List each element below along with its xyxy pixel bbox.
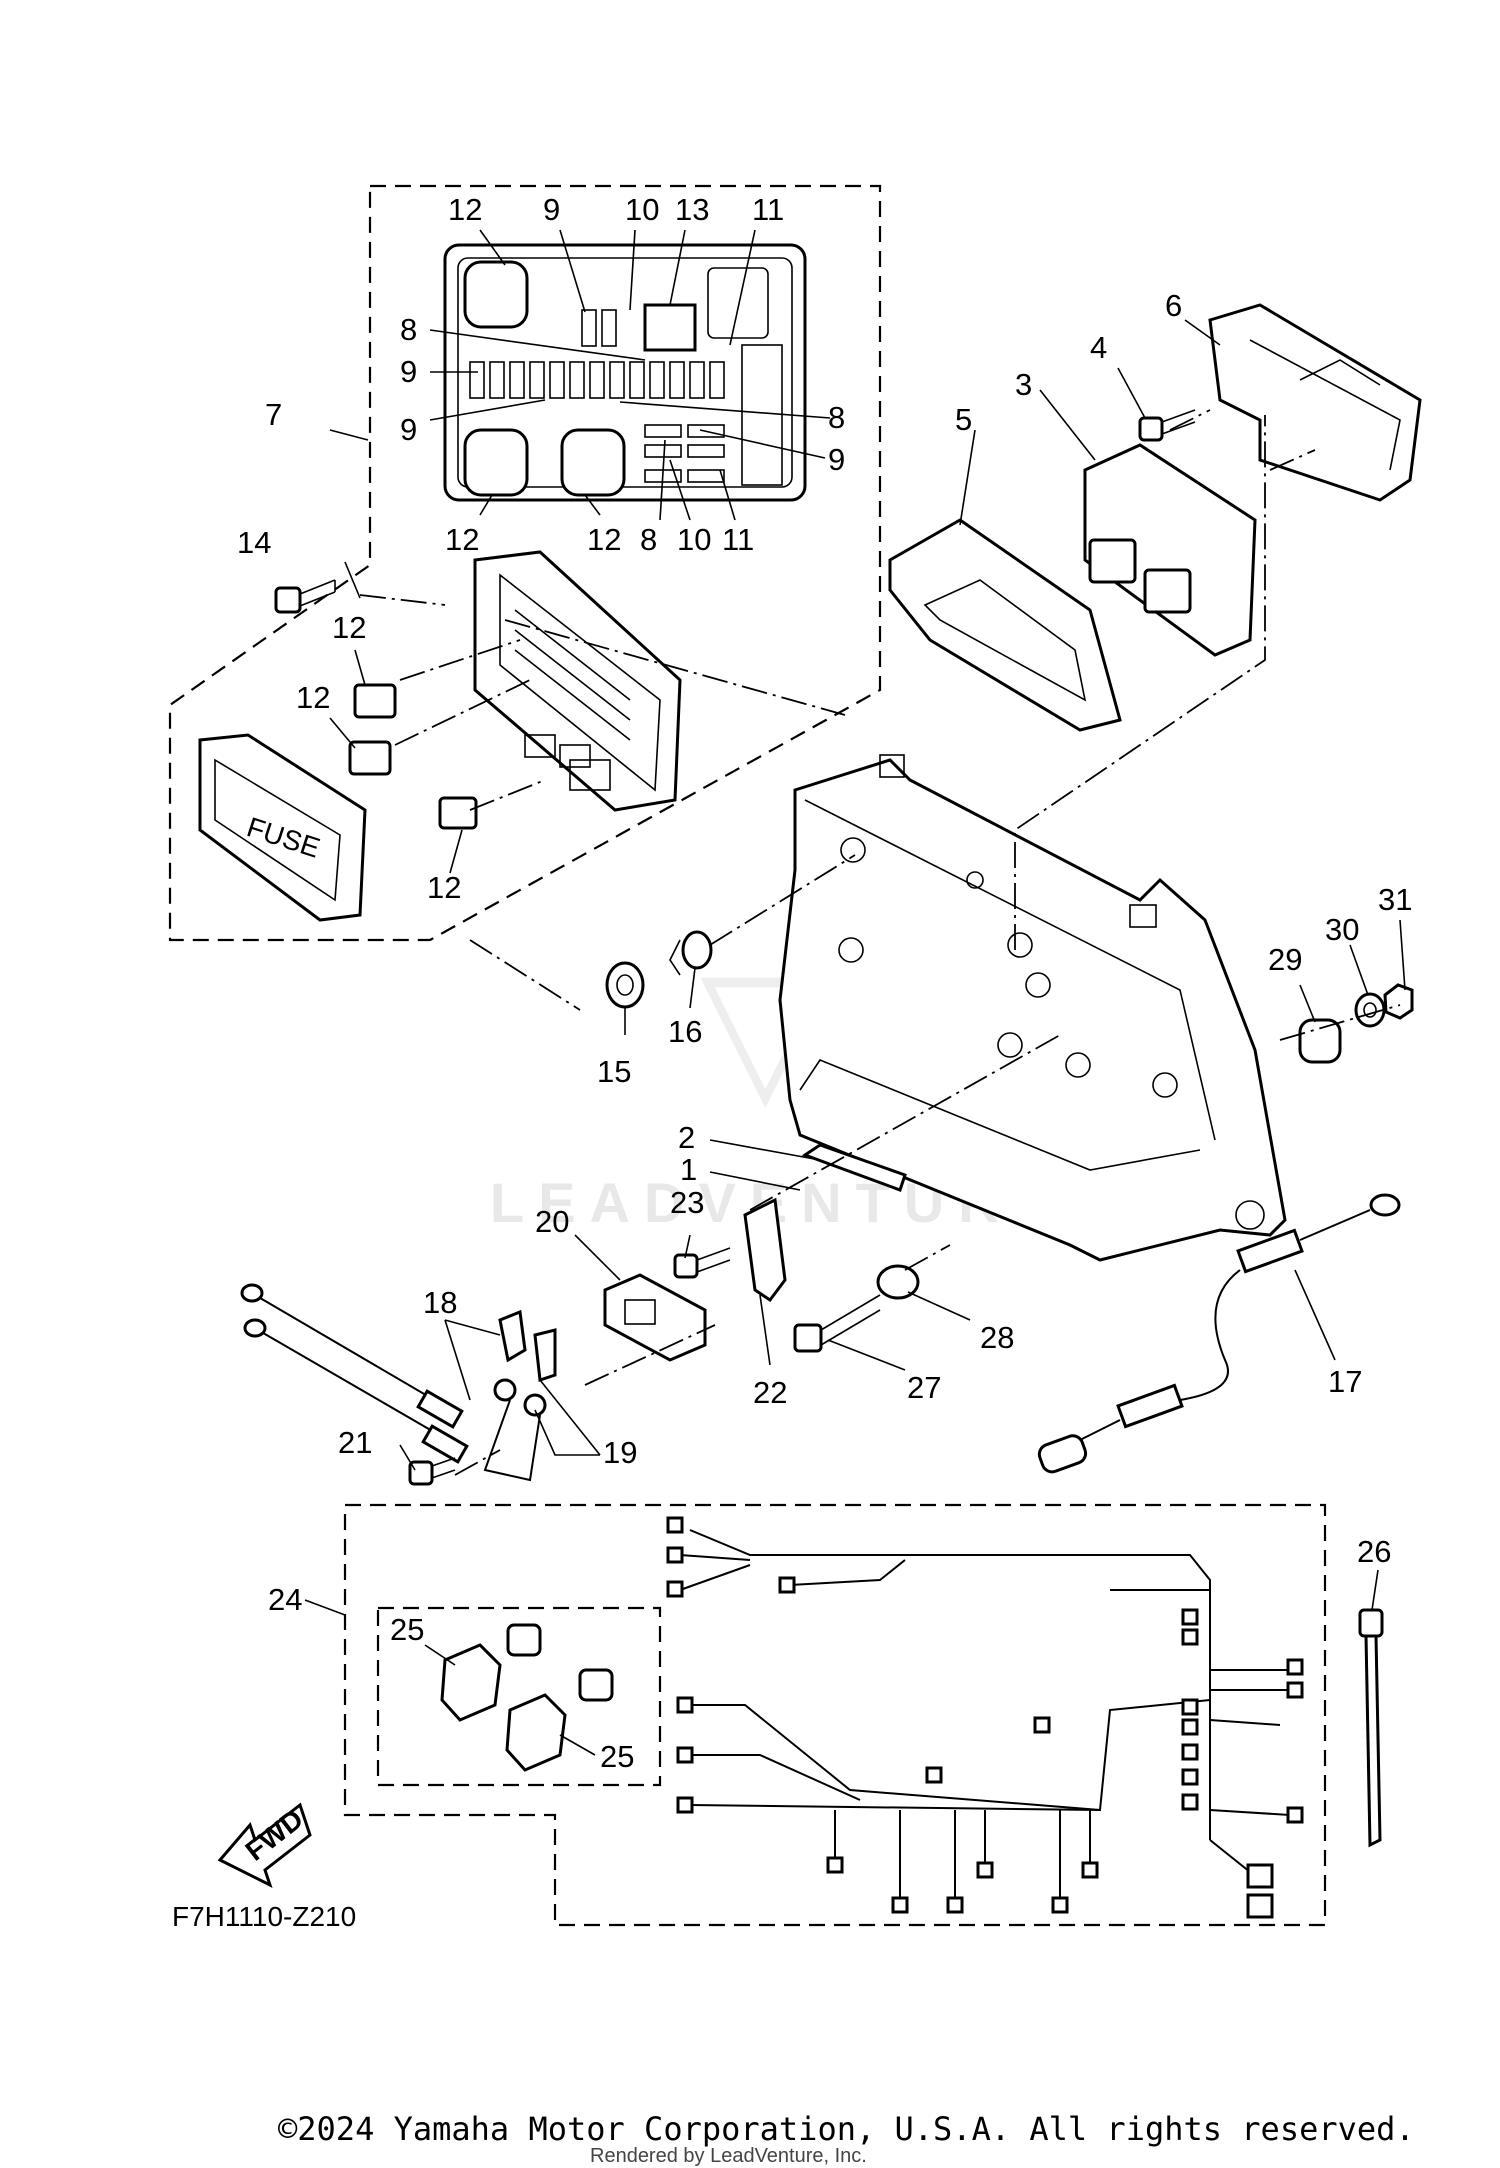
- leader-lines: [304, 229, 1406, 1756]
- bracket-22: [743, 1197, 787, 1303]
- callout-10: 10: [625, 192, 659, 227]
- callout-7: 7: [265, 397, 282, 432]
- connector-25b: [505, 1668, 614, 1772]
- bolt-21: [408, 1457, 456, 1486]
- diagram-code: F7H1110-Z210: [172, 1901, 356, 1932]
- wire-harness: [666, 1516, 1304, 1919]
- relay-parts: [348, 683, 478, 830]
- callout-22: 22: [753, 1375, 787, 1410]
- callout-16: 16: [668, 1014, 702, 1049]
- connector-subgroup-outline: [376, 1606, 662, 1787]
- callout-8: 8: [640, 522, 657, 557]
- bolt-14: [274, 579, 336, 614]
- callout-9: 9: [828, 442, 845, 477]
- callout-8: 8: [828, 400, 845, 435]
- nut-31: [1383, 983, 1414, 1020]
- ecu-unit-3: [1083, 443, 1257, 657]
- callout-14: 14: [237, 525, 271, 560]
- cable-tie-26: [1358, 1608, 1384, 1848]
- callout-9: 9: [400, 354, 417, 389]
- wire-harness-group-outline: [343, 1503, 1327, 1927]
- callout-18: 18: [423, 1285, 457, 1320]
- ecu-bracket-6: [1208, 303, 1422, 502]
- callout-27: 27: [907, 1370, 941, 1405]
- callout-25: 25: [600, 1739, 634, 1774]
- forward-arrow-icon: FWD: [217, 1802, 312, 1888]
- callout-6: 6: [1165, 288, 1182, 323]
- callout-28: 28: [980, 1320, 1014, 1355]
- bolt-27: [793, 1294, 881, 1353]
- lead-wire-17: [1037, 1193, 1401, 1474]
- callout-1: 1: [680, 1152, 697, 1187]
- callout-31: 31: [1378, 882, 1412, 917]
- electrical-box-1: [778, 754, 1287, 1262]
- bolt-4: [1138, 409, 1196, 442]
- callout-15: 15: [597, 1054, 631, 1089]
- collar-16: [669, 930, 713, 976]
- callout-10: 10: [677, 522, 711, 557]
- callout-19: 19: [603, 1435, 637, 1470]
- callout-26: 26: [1357, 1534, 1391, 1569]
- callout-25: 25: [390, 1612, 424, 1647]
- grommet-15: [605, 961, 645, 1009]
- relay-20: [603, 1273, 707, 1362]
- callout-labels: 12 9 10 13 11 8 9 9 8 9 7 12 12 8 10 11 …: [237, 192, 1412, 1774]
- callout-12: 12: [332, 610, 366, 645]
- callout-12: 12: [448, 192, 482, 227]
- spacer-29: [1298, 1018, 1342, 1064]
- callout-17: 17: [1328, 1364, 1362, 1399]
- washer-30: [1354, 992, 1386, 1028]
- callout-21: 21: [338, 1425, 372, 1460]
- callout-4: 4: [1090, 330, 1107, 365]
- callout-11: 11: [722, 522, 754, 557]
- callout-13: 13: [675, 192, 709, 227]
- copyright-notice: ©2024 Yamaha Motor Corporation, U.S.A. A…: [278, 2110, 1415, 2148]
- assembly-lines: [359, 409, 1401, 1476]
- callout-20: 20: [535, 1204, 569, 1239]
- connector-25a: [440, 1623, 542, 1722]
- plate-2: [801, 1143, 907, 1192]
- callout-11: 11: [752, 192, 784, 227]
- cable-18-19: [240, 1283, 557, 1482]
- callout-9: 9: [400, 412, 417, 447]
- callout-29: 29: [1268, 942, 1302, 977]
- fuse-cover: FUSE: [198, 733, 367, 922]
- callout-12: 12: [587, 522, 621, 557]
- callout-5: 5: [955, 402, 972, 437]
- callout-12: 12: [445, 522, 479, 557]
- fuse-box-group-outline: [168, 184, 882, 942]
- callout-24: 24: [268, 1582, 302, 1617]
- callout-12: 12: [296, 680, 330, 715]
- ecu-cover-5: [888, 518, 1122, 732]
- callout-8: 8: [400, 312, 417, 347]
- fuse-box-body: [473, 550, 682, 812]
- fuse-box-top-view: [443, 243, 807, 502]
- rendered-by-notice: Rendered by LeadVenture, Inc.: [590, 2145, 867, 2167]
- callout-30: 30: [1325, 912, 1359, 947]
- bolt-23: [673, 1247, 731, 1279]
- callout-2: 2: [678, 1120, 695, 1155]
- callout-9: 9: [543, 192, 560, 227]
- callout-23: 23: [670, 1185, 704, 1220]
- callout-3: 3: [1015, 367, 1032, 402]
- washer-28: [876, 1264, 920, 1300]
- callout-12: 12: [427, 870, 461, 905]
